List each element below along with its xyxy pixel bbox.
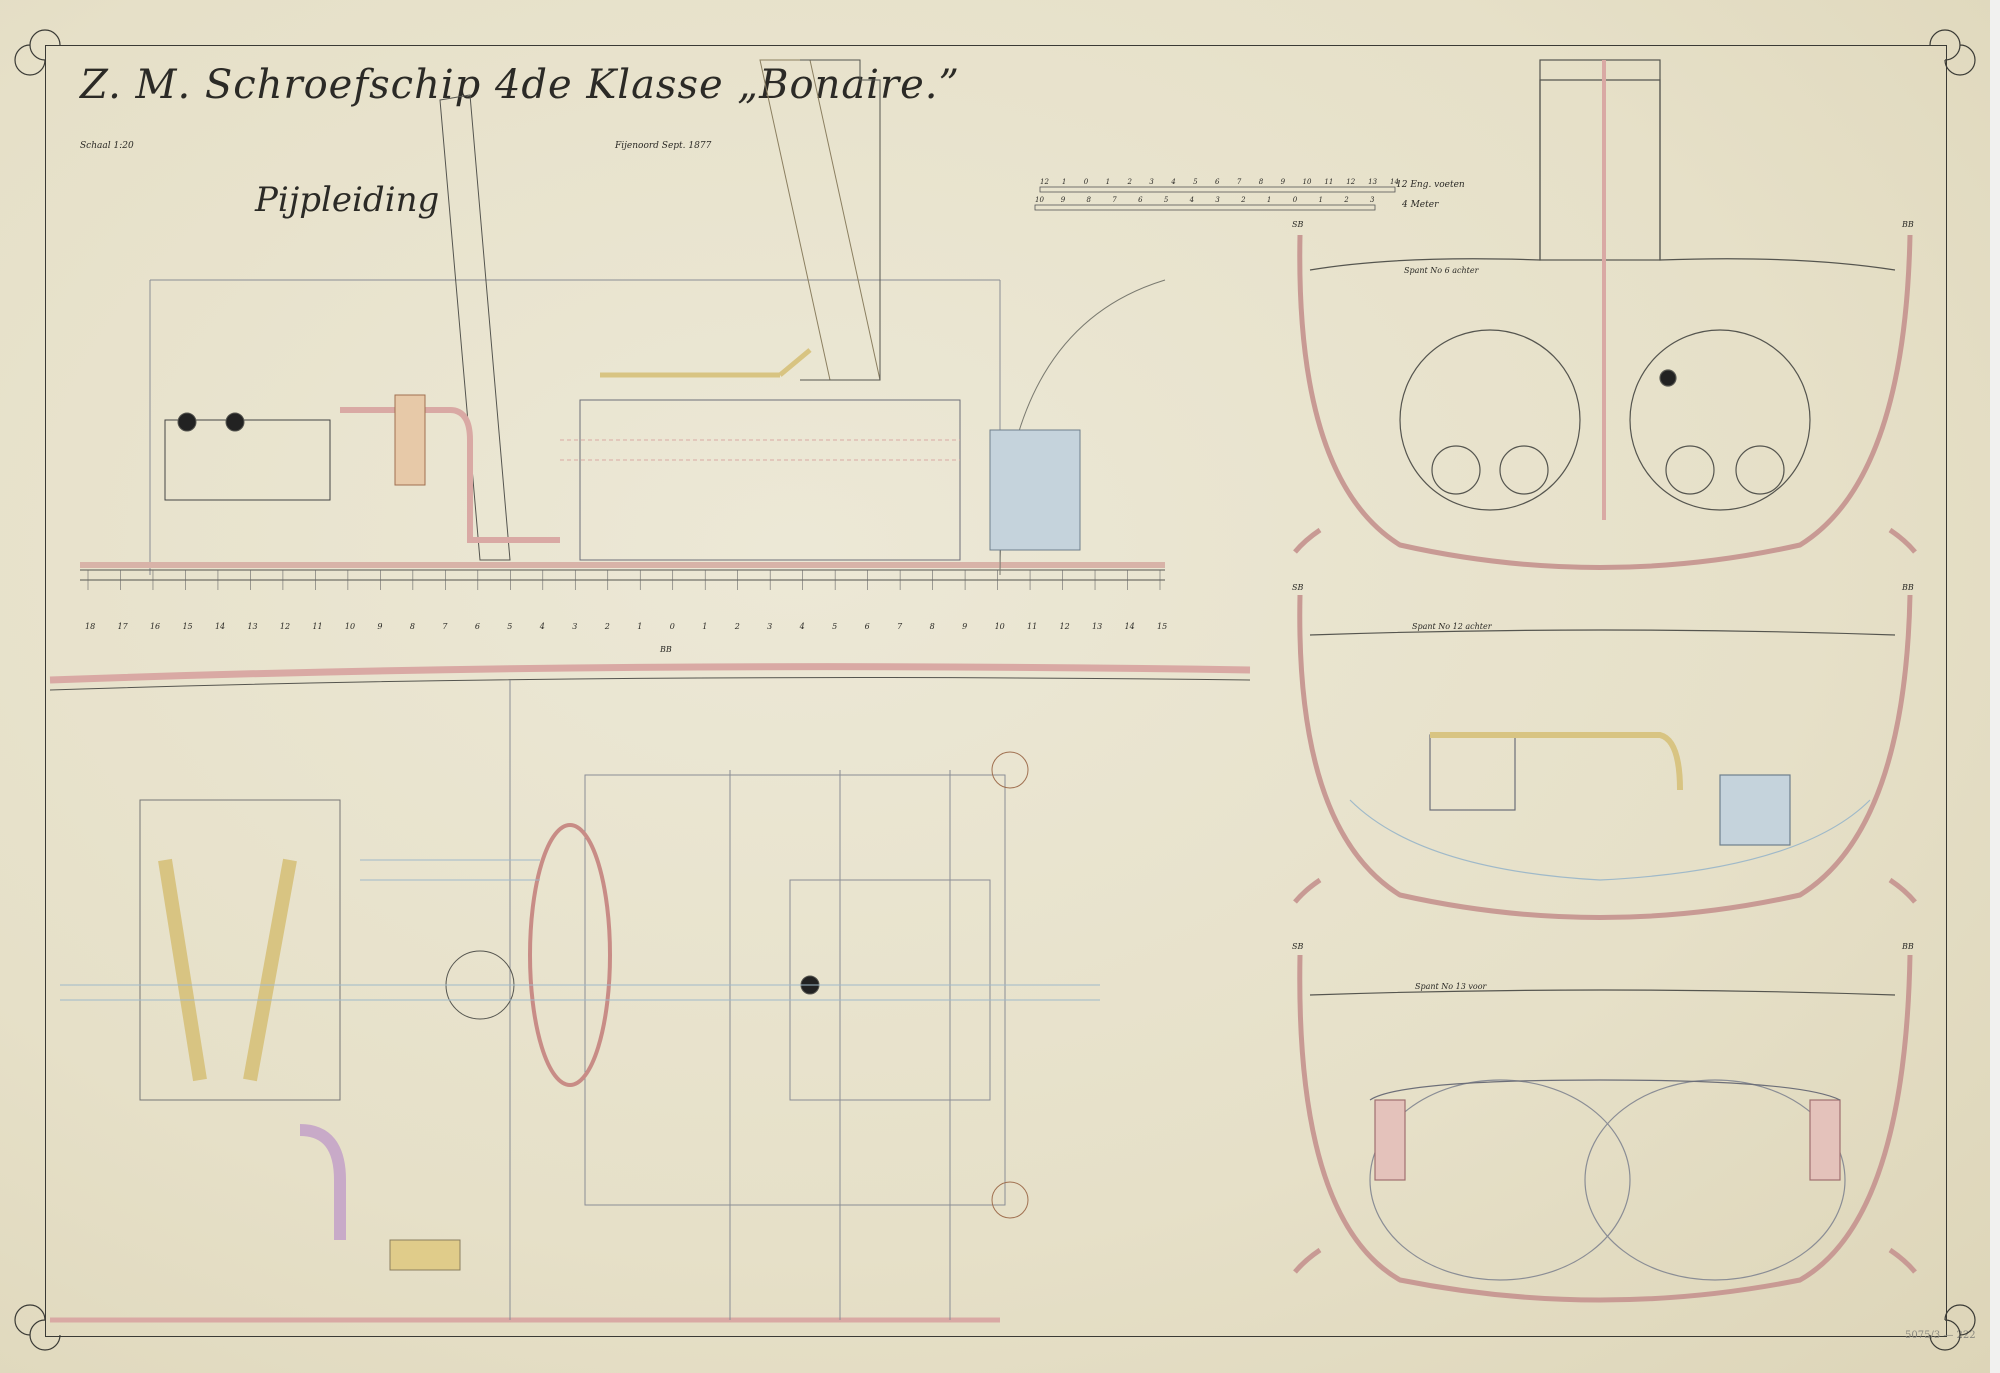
frame-number: 1	[637, 622, 643, 631]
section-2-label: Spant No 12 achter	[1412, 622, 1492, 631]
scale-tick-label: 5	[1193, 178, 1198, 186]
scale-tick-label: 8	[1258, 178, 1264, 186]
frame-number: 4	[539, 622, 545, 631]
scale-tick-label: 14	[1390, 178, 1399, 186]
frame-number: 11	[312, 622, 323, 631]
frame-number: 6	[864, 622, 870, 631]
frame-number: 5	[507, 622, 513, 631]
section-1-label: Spant No 6 achter	[1404, 266, 1479, 275]
side-elevation	[80, 59, 1166, 581]
place-date: Fijenoord Sept. 1877	[615, 141, 712, 151]
scale-tick-label: 2	[1344, 196, 1349, 204]
corner-ornaments	[14, 29, 1976, 1351]
scale-tick-label: 0	[1292, 196, 1298, 204]
frame-number: 0	[669, 622, 675, 631]
scale-tick-label: 10	[1035, 196, 1044, 204]
scale-tick-label: 9	[1280, 178, 1286, 186]
scale-tick-label: 4	[1189, 196, 1195, 204]
frame-number: 16	[149, 622, 161, 631]
scale-tick-label: 10	[1302, 178, 1312, 186]
plan-label: BB	[660, 645, 672, 654]
scale-tick-label: 1	[1266, 196, 1272, 204]
scale-tick-label: 12	[1040, 178, 1049, 186]
scale-tick-label: 2	[1127, 178, 1132, 186]
section-2-bb: BB	[1902, 583, 1914, 592]
scale-tick-label: 7	[1112, 196, 1117, 204]
frame-number: 13	[247, 622, 258, 631]
scale-tick-label: 4	[1171, 178, 1176, 186]
scale-tick-label: 2	[1241, 196, 1246, 204]
scale-tick-label: 8	[1086, 196, 1091, 204]
frame-number: 14	[1124, 622, 1135, 631]
scale-bar-lines	[1034, 186, 1396, 211]
frame-number: 2	[734, 622, 740, 631]
scale-tick-label: 0	[1083, 178, 1089, 186]
frame-number: 8	[409, 622, 415, 631]
frame-number: 9	[377, 622, 383, 631]
frame-number: 15	[1157, 622, 1168, 631]
frame-number: 6	[474, 622, 480, 631]
frame-number: 8	[929, 622, 935, 631]
frame-number: 15	[182, 622, 193, 631]
scale-tick-label: 3	[1215, 196, 1220, 204]
scale-tick-label: 5	[1163, 196, 1169, 204]
frame-number: 5	[832, 622, 838, 631]
scale-tick-label: 6	[1215, 178, 1220, 186]
frame-number: 10	[994, 622, 1005, 631]
scale-bar-meter-label: 4 Meter	[1402, 200, 1439, 210]
scale-bar-feet-label: 12 Eng. voeten	[1396, 180, 1465, 190]
drawing-border	[45, 45, 1947, 1337]
scale-tick-label: 11	[1324, 178, 1334, 186]
frame-number: 11	[1027, 622, 1038, 631]
frame-number: 18	[85, 622, 96, 631]
frame-number: 3	[767, 622, 773, 631]
frame-number: 12	[279, 622, 291, 631]
archive-stamp: 5075/3 — 222	[1905, 1330, 1976, 1341]
cross-section-3	[1293, 954, 1917, 1303]
scale-tick-label: 1	[1061, 178, 1067, 186]
frame-number: 4	[799, 622, 805, 631]
section-3-bb: BB	[1902, 942, 1914, 951]
frame-number: 12	[1059, 622, 1070, 631]
frame-ticks	[87, 570, 1161, 590]
section-2-sb: SB	[1292, 583, 1304, 592]
section-3-label: Spant No 13 voor	[1415, 982, 1487, 991]
scale-tick-label: 3	[1370, 196, 1375, 204]
cross-section-1	[1293, 59, 1917, 570]
scale-tick-label: 6	[1138, 196, 1143, 204]
frame-number: 7	[442, 622, 448, 631]
scale-tick-label: 12	[1346, 178, 1356, 186]
scale-tick-label: 1	[1105, 178, 1111, 186]
frame-number: 7	[897, 622, 903, 631]
scale-note: Schaal 1:20	[80, 141, 134, 151]
section-1-sb: SB	[1292, 220, 1304, 229]
frame-number: 10	[344, 622, 356, 631]
frame-number: 13	[1092, 622, 1103, 631]
section-1-bb: BB	[1902, 220, 1914, 229]
cross-section-2	[1293, 594, 1917, 920]
frame-number: 17	[117, 622, 128, 631]
frame-number: 14	[214, 622, 226, 631]
frame-number: 2	[604, 622, 610, 631]
scale-tick-label: 1	[1318, 196, 1323, 204]
frame-number: 1	[702, 622, 708, 631]
drawing-subtitle: Pijpleiding	[255, 180, 440, 220]
scale-tick-label: 3	[1149, 178, 1154, 186]
section-3-sb: SB	[1292, 942, 1304, 951]
scale-tick-label: 7	[1236, 178, 1242, 186]
plan-view	[49, 663, 1251, 1323]
frame-number: 9	[962, 622, 968, 631]
scale-tick-label: 9	[1060, 196, 1066, 204]
scale-tick-label: 13	[1368, 178, 1378, 186]
frame-number: 3	[572, 622, 578, 631]
